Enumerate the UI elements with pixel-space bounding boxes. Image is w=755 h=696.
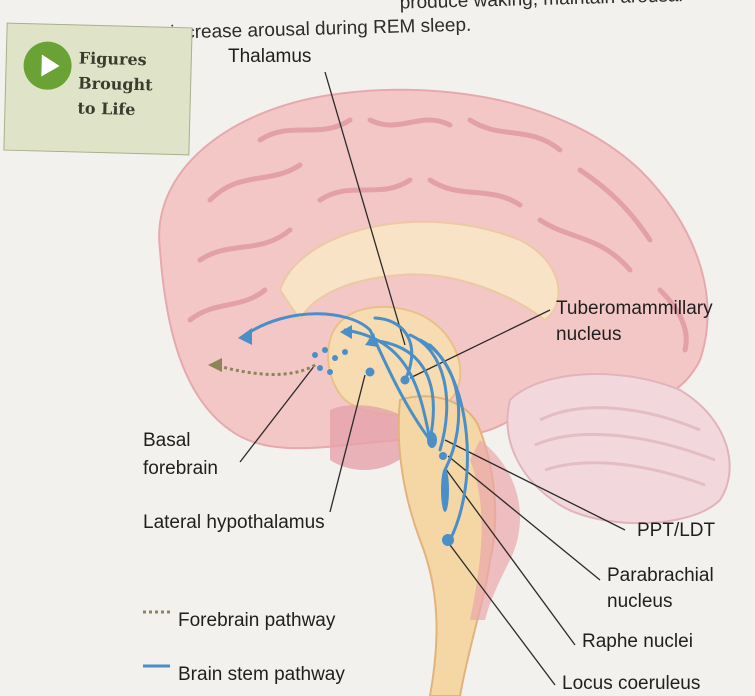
label-tuberomammillary-line-1: Tuberomammillary: [556, 298, 713, 320]
label-raphe-nuclei: Raphe nuclei: [582, 631, 693, 653]
legend-forebrain-label: Forebrain pathway: [178, 610, 335, 632]
figures-line-1: Figures: [78, 45, 189, 73]
label-parabrachial: Parabrachial nucleus: [607, 565, 714, 613]
label-basal-line-1: Basal: [143, 430, 218, 452]
label-thalamus: Thalamus: [228, 46, 311, 68]
play-icon: [20, 38, 75, 93]
figures-title: Figures Brought to Life: [77, 45, 189, 123]
label-basal-line-2: forebrain: [143, 458, 218, 480]
label-locus-coeruleus: Locus coeruleus: [562, 673, 700, 695]
label-parabrachial-line-2: nucleus: [607, 591, 714, 613]
label-ppt-ldt: PPT/LDT: [637, 520, 715, 542]
figures-line-3: to Life: [77, 95, 188, 123]
label-lateral-hypothalamus: Lateral hypothalamus: [143, 512, 325, 534]
label-parabrachial-line-1: Parabrachial: [607, 565, 714, 587]
figures-line-2: Brought: [78, 70, 189, 98]
label-tuberomammillary-line-2: nucleus: [556, 324, 713, 346]
label-basal-forebrain: Basal forebrain: [143, 430, 218, 480]
legend-brainstem-label: Brain stem pathway: [178, 664, 345, 686]
cerebellum: [507, 374, 729, 523]
label-tuberomammillary: Tuberomammillary nucleus: [556, 298, 713, 346]
figures-brought-to-life-box[interactable]: Figures Brought to Life: [3, 23, 192, 156]
